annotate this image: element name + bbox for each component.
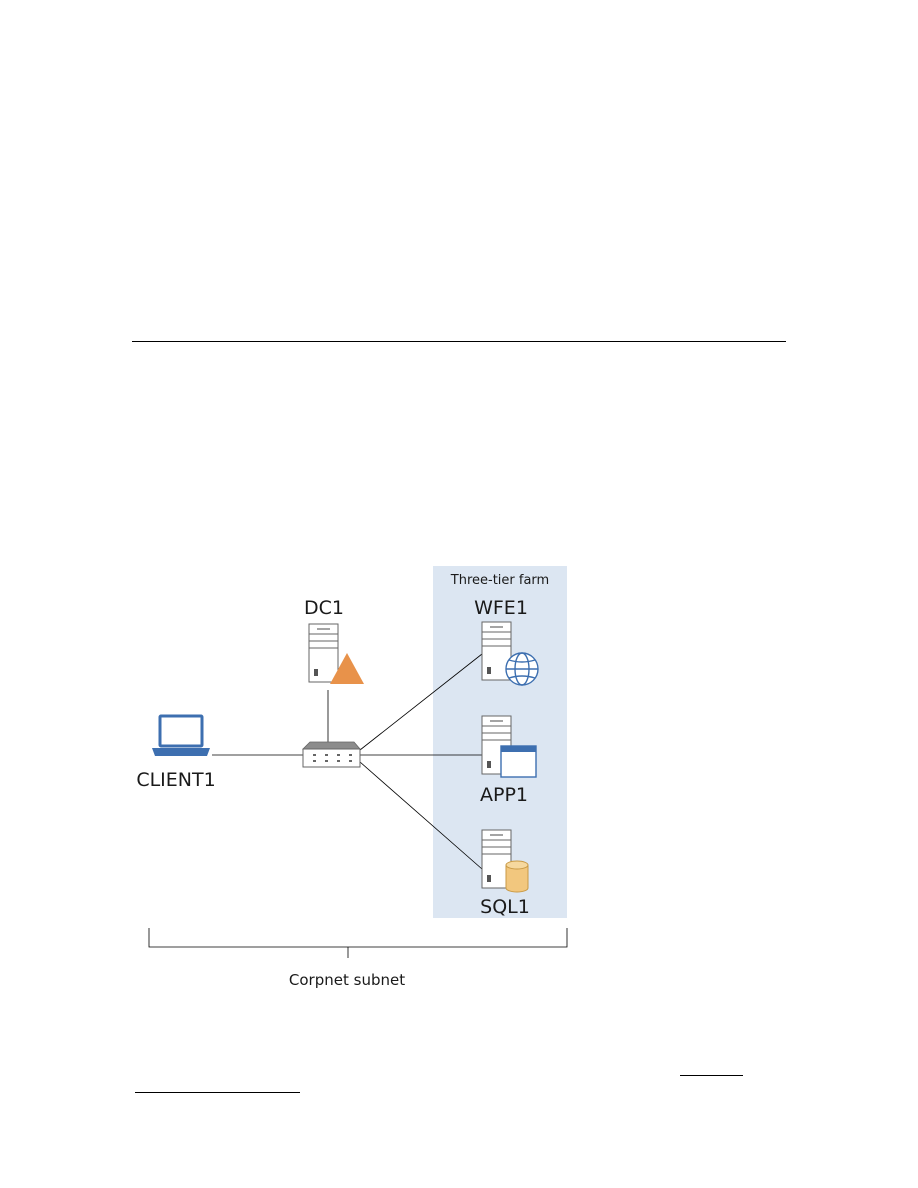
connection-lines bbox=[212, 653, 483, 870]
client1-label: CLIENT1 bbox=[136, 769, 215, 791]
hyperlink-underline[interactable] bbox=[135, 1092, 300, 1093]
sql1-database-icon bbox=[505, 860, 529, 893]
horizontal-rule bbox=[132, 341, 786, 342]
hyperlink-underline[interactable] bbox=[680, 1075, 743, 1076]
link-switch-wfe bbox=[359, 653, 483, 751]
wfe1-label: WFE1 bbox=[474, 597, 528, 619]
client1-laptop-icon bbox=[152, 714, 210, 756]
app1-window-icon bbox=[500, 745, 537, 778]
sql1-label: SQL1 bbox=[480, 896, 530, 918]
dc1-label: DC1 bbox=[304, 597, 344, 619]
wfe1-globe-icon bbox=[505, 652, 539, 686]
subnet-bracket bbox=[148, 928, 568, 958]
network-switch-icon bbox=[302, 741, 361, 768]
dc1-server-icon bbox=[308, 623, 339, 683]
three-tier-farm-label: Three-tier farm bbox=[450, 573, 549, 588]
link-switch-sql bbox=[359, 761, 483, 870]
app1-label: APP1 bbox=[480, 784, 528, 806]
dc1-warning-triangle-icon bbox=[330, 653, 364, 684]
corpnet-subnet-label: Corpnet subnet bbox=[289, 971, 405, 989]
